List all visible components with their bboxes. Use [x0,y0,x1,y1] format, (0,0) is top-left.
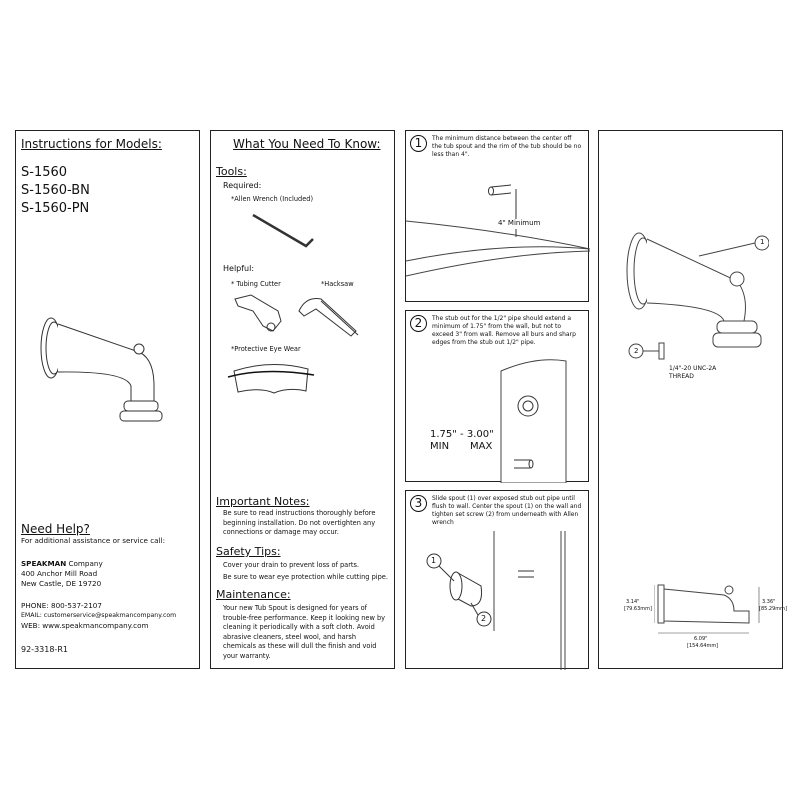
tools-heading: Tools: [216,165,247,178]
dim-left: 3.14" [626,599,640,605]
email-link[interactable]: EMAIL: customerservice@speakmancompany.c… [21,612,177,619]
step-3-panel: 3 Slide spout (1) over exposed stub out … [405,490,589,670]
help-title: Need Help? [21,522,90,536]
thread-spec: 1/4"-20 UNC-2A [669,365,717,372]
tub-rim-diagram [406,184,590,277]
brand: SPEAKMAN [21,559,67,568]
doc-number: 92-3318-R1 [21,645,68,654]
phone: PHONE: 800-537-2107 [21,601,102,610]
callout-1: 1 [431,556,437,565]
eyewear-label: *Protective Eye Wear [231,345,301,353]
model-1: S-1560 [21,165,68,180]
model-3: S-1560-PN [21,201,90,216]
know-panel: What You Need To Know: Tools: Required: … [210,130,395,669]
dim-length: 6.09" [694,636,708,642]
spout-exploded-view [626,232,769,360]
notes-heading: Important Notes: [216,495,310,508]
know-title: What You Need To Know: [233,137,381,151]
company-line: SPEAKMAN Company [21,559,103,569]
stub-out-diagram [500,359,567,483]
step-3-text: Slide spout (1) over exposed stub out pi… [432,495,582,526]
allen-label: *Allen Wrench (Included) [231,195,314,203]
stub-range: 1.75" - 3.00" [430,429,494,440]
address-1: 400 Anchor Mill Road [21,569,98,578]
helpful-heading: Helpful: [223,264,255,273]
model-2: S-1560-BN [21,183,90,198]
step-2-text: The stub out for the 1/2" pipe should ex… [432,315,576,346]
step-3-number: 3 [410,495,427,512]
dimension-drawing [654,584,760,634]
safety-2: Be sure to wear eye protection while cut… [223,573,388,581]
safety-1: Cover your drain to prevent loss of part… [223,561,360,569]
install-diagram [426,531,566,670]
parts-panel: 1 2 1/4"-20 UNC-2A THREAD 3.14" [79.63mm… [598,130,787,669]
dim-left-mm: [79.63mm] [624,606,652,612]
safety-heading: Safety Tips: [216,545,281,558]
thread-label: THREAD [669,373,694,380]
callout-1: 1 [760,238,765,246]
step-1-panel: 1 The minimum distance between the cente… [405,130,590,302]
four-inch-label: 4" Minimum [498,219,541,229]
callout-2: 2 [634,347,639,355]
allen-wrench-icon [252,213,314,248]
tub-spout-illustration [40,317,163,422]
tubing-cutter-icon [234,294,282,332]
dim-length-mm: [154.64mm] [687,643,719,649]
address-2: New Castle, DE 19720 [21,579,102,588]
hacksaw-icon [298,298,359,337]
eye-wear-icon [227,363,315,394]
step-1-text: The minimum distance between the center … [432,135,582,158]
cutter-label: * Tubing Cutter [231,280,281,288]
notes-text: Be sure to read instructions thoroughly … [223,509,376,536]
required-heading: Required: [223,181,262,190]
stub-max: MAX [470,441,493,452]
step-1-number: 1 [410,135,427,152]
dim-right: 3.36" [762,599,776,605]
step-2-panel: 2 The stub out for the 1/2" pipe should … [405,310,589,483]
dim-right-mm: [85.29mm] [759,606,787,612]
web-link[interactable]: WEB: www.speakmancompany.com [21,621,149,630]
hacksaw-label: *Hacksaw [321,280,354,288]
company: Company [68,559,103,568]
models-title: Instructions for Models: [21,137,162,151]
maintenance-heading: Maintenance: [216,588,291,601]
stub-min: MIN [430,441,450,452]
maintenance-text: Your new Tub Spout is designed for years… [223,604,386,660]
models-panel: Instructions for Models: S-1560 S-1560-B… [15,130,200,669]
callout-2: 2 [481,614,487,623]
help-subtitle: For additional assistance or service cal… [21,536,166,545]
step-2-number: 2 [410,315,427,332]
